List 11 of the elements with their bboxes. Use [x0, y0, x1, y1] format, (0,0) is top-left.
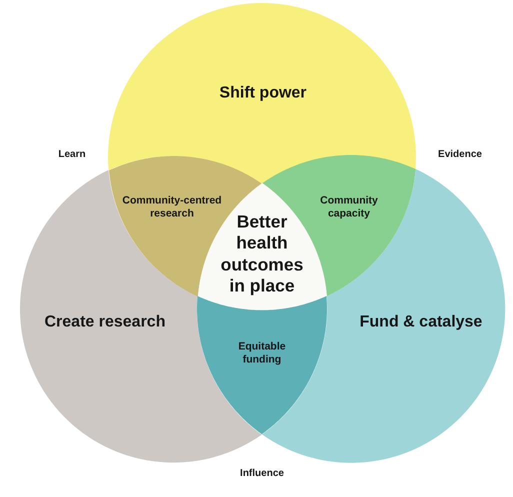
circle-title: Shift power [218, 83, 308, 103]
overlap-label: Community capacity [319, 194, 378, 220]
center-label: Better health outcomes in place [220, 211, 304, 297]
circle-title: Create research [44, 312, 166, 332]
overlap-label: Equitable funding [237, 340, 286, 366]
theme-label: Learn [58, 149, 86, 161]
circle-title: Fund & catalyse [358, 312, 483, 332]
overlap-label: Community-centred research [121, 194, 222, 220]
theme-label: Evidence [438, 149, 482, 161]
overlap-region [197, 296, 327, 435]
theme-label: Influence [240, 468, 284, 480]
